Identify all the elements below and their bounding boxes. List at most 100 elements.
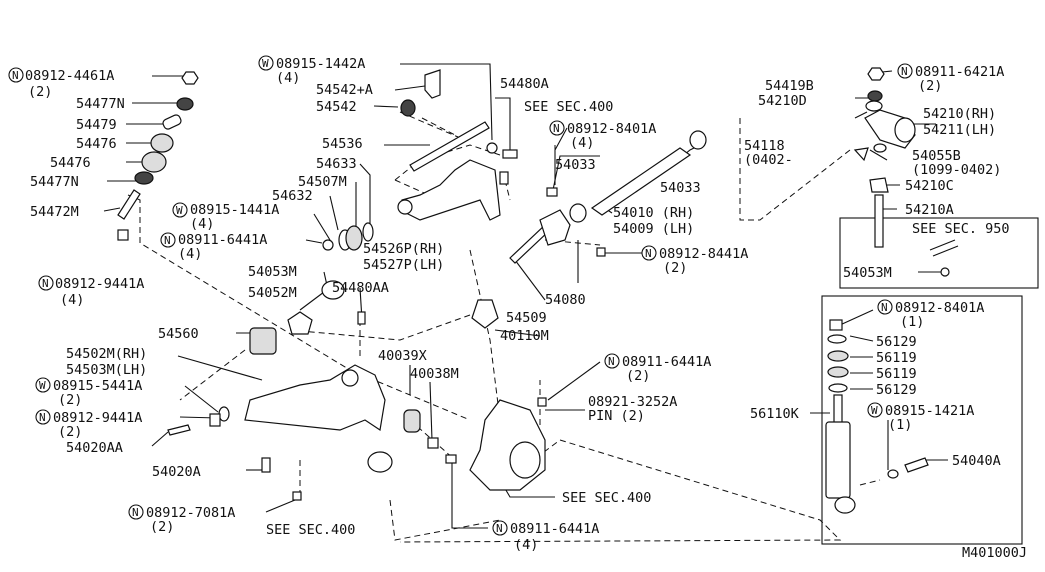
nut-icon <box>181 71 199 85</box>
label-08912-8441a: 08912-8441A <box>659 246 748 262</box>
svg-text:N: N <box>12 69 19 82</box>
bolt-icon-6 <box>167 424 191 436</box>
bracket-icon-4 <box>869 177 889 193</box>
label-54210d: 54210D <box>758 93 807 109</box>
bracket-icon-3 <box>853 147 869 162</box>
label-08912-8401a-b: 08912-8401A <box>895 300 984 316</box>
bushing-icon-3 <box>345 225 363 251</box>
label-54560: 54560 <box>158 326 199 342</box>
svg-text:W: W <box>262 57 269 70</box>
label-56119-b: 56119 <box>876 366 917 382</box>
svg-text:N: N <box>42 277 49 290</box>
label-08911-6441a-c-qty: (4) <box>514 537 538 553</box>
w-symbol-icon <box>35 377 51 393</box>
stopper-bolt-icon <box>427 437 439 449</box>
label-08915-5441a-qty: (2) <box>58 392 82 408</box>
washer-icon-8 <box>865 100 883 112</box>
label-54053m-b: 54053M <box>843 265 892 281</box>
svg-text:N: N <box>39 411 46 424</box>
nut-icon-7 <box>292 491 302 501</box>
label-54476-b: 54476 <box>50 155 91 171</box>
label-56119-a: 56119 <box>876 350 917 366</box>
label-08912-8401a-a-qty: (4) <box>570 135 594 151</box>
n-symbol-icon <box>128 504 144 520</box>
label-40039x: 40039X <box>378 348 427 364</box>
label-08912-9441a-top: 08912-9441A <box>55 276 144 292</box>
torsion-bar-end-icon-2 <box>689 130 707 150</box>
label-54053m-a: 54053M <box>248 264 297 280</box>
bushing-icon <box>150 133 174 153</box>
label-08911-6441a-a-qty: (4) <box>178 246 202 262</box>
label-08915-1442a: 08915-1442A <box>276 56 365 72</box>
label-54009: 54009 (LH) <box>613 221 694 237</box>
label-08912-9441a-b: 08912-9441A <box>53 410 142 426</box>
n-symbol-icon <box>641 245 657 261</box>
nut-icon-11 <box>940 267 950 277</box>
arm-bushing-icon-3 <box>341 369 359 387</box>
w-symbol-icon <box>867 402 883 418</box>
washer-icon <box>176 97 194 111</box>
label-54210c: 54210C <box>905 178 954 194</box>
label-54080: 54080 <box>545 292 586 308</box>
bracket-icon-2 <box>287 311 313 335</box>
bushing-icon-2 <box>141 151 167 173</box>
label-54033-a: 54033 <box>555 157 596 173</box>
label-54040a: 54040A <box>952 453 1001 469</box>
washer-icon-5 <box>362 222 374 242</box>
label-08912-4461a-qty: (2) <box>28 84 52 100</box>
label-08915-1442a-qty: (4) <box>276 70 300 86</box>
label-08911-6421a-qty: (2) <box>918 78 942 94</box>
svg-text:N: N <box>901 65 908 78</box>
label-54476-a: 54476 <box>76 136 117 152</box>
label-54536: 54536 <box>322 136 363 152</box>
label-see-sec400-b: SEE SEC.400 <box>266 522 355 538</box>
label-54055b: 54055B <box>912 148 961 164</box>
n-symbol-icon <box>38 275 54 291</box>
svg-text:N: N <box>496 522 503 535</box>
label-54542: 54542 <box>316 99 357 115</box>
shock-body-icon <box>825 421 851 499</box>
label-54210a: 54210A <box>905 202 954 218</box>
svg-text:N: N <box>132 506 139 519</box>
label-54477n-b: 54477N <box>30 174 79 190</box>
svg-text:W: W <box>39 379 46 392</box>
label-54472m: 54472M <box>30 204 79 220</box>
washer-icon-7 <box>867 90 883 102</box>
n-symbol-icon <box>35 409 51 425</box>
label-54633: 54633 <box>316 156 357 172</box>
label-08912-9441a-top-qty: (4) <box>60 292 84 308</box>
bracket-plate-icon <box>539 209 571 246</box>
label-08911-6441a-b-qty: (2) <box>626 368 650 384</box>
label-08912-8441a-qty: (2) <box>663 260 687 276</box>
label-54503m: 54503M(LH) <box>66 362 147 378</box>
bolt-icon-4 <box>499 171 509 185</box>
lower-control-arm-icon <box>244 364 386 432</box>
label-08912-4461a: 08912-4461A <box>25 68 114 84</box>
bolt-icon-3 <box>502 149 518 159</box>
washer-icon-11 <box>828 383 848 393</box>
label-08912-8401a-a: 08912-8401A <box>567 121 656 137</box>
nut-icon-4 <box>546 187 558 197</box>
label-54632: 54632 <box>272 188 313 204</box>
nut-icon-8 <box>445 454 457 464</box>
label-56129-a: 56129 <box>876 334 917 350</box>
label-54052m: 54052M <box>248 285 297 301</box>
label-56110k: 56110K <box>750 406 800 422</box>
label-0402: (0402- <box>744 152 793 168</box>
label-08912-9441a-b-qty: (2) <box>58 424 82 440</box>
n-symbol-icon <box>8 67 24 83</box>
shock-absorber-box <box>821 295 1023 545</box>
label-1099-0402: (1099-0402) <box>912 162 1001 178</box>
bolt-icon-2 <box>409 121 490 172</box>
label-pin2: PIN (2) <box>588 408 645 424</box>
label-56129-b: 56129 <box>876 382 917 398</box>
label-08911-6441a-a: 08911-6441A <box>178 232 267 248</box>
svg-text:N: N <box>881 301 888 314</box>
washer-icon-10 <box>827 334 847 344</box>
label-08912-7081a: 08912-7081A <box>146 505 235 521</box>
label-08921-3252a: 08921-3252A <box>588 394 677 410</box>
sleeve-icon <box>162 114 182 130</box>
svg-text:W: W <box>871 404 878 417</box>
bolt-icon-7 <box>261 457 271 473</box>
